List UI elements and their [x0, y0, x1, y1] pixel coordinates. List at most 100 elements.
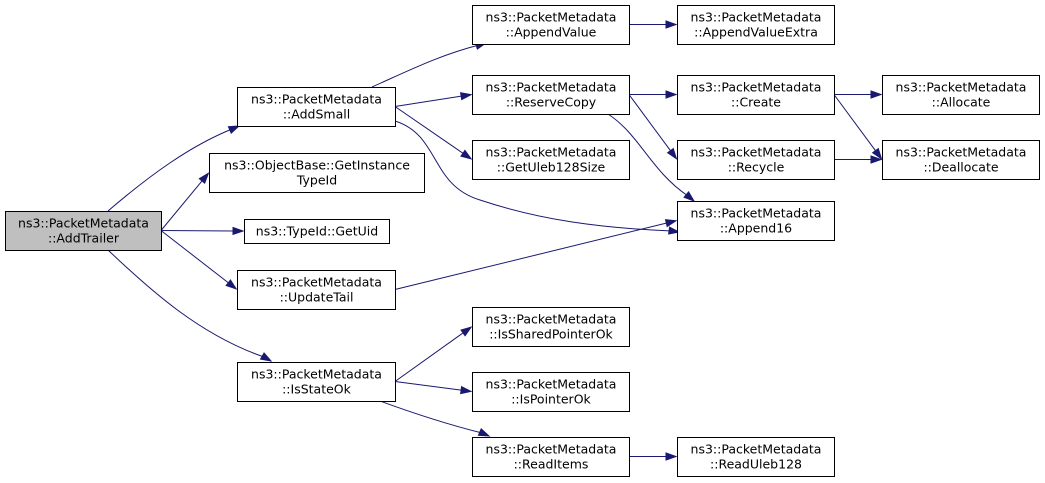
edges-layer — [107, 20, 883, 461]
node-label-line: ::ReadItems — [514, 457, 589, 472]
node-box — [237, 362, 396, 402]
edge-line — [371, 44, 480, 88]
edge-line — [394, 120, 673, 232]
node-label-line: ::ReadUleb128 — [710, 457, 802, 472]
node-is-pointer-ok[interactable]: ns3::PacketMetadata::IsPointerOk — [472, 372, 630, 412]
edge-add-trailer-to-is-state-ok — [107, 249, 273, 362]
node-label-line: ns3::ObjectBase::GetInstance — [224, 158, 410, 173]
edge-line — [394, 95, 463, 107]
edge-line — [107, 249, 265, 358]
node-read-uleb128[interactable]: ns3::PacketMetadata::ReadUleb128 — [677, 437, 835, 477]
node-label-line: ::IsStateOk — [282, 382, 352, 397]
node-label-line: TypeId — [296, 173, 337, 188]
node-box — [677, 5, 835, 45]
node-label-line: ns3::PacketMetadata — [691, 10, 822, 25]
node-get-uleb128-size[interactable]: ns3::PacketMetadata::GetUleb128Size — [472, 140, 630, 180]
node-label-line: ::Append16 — [720, 221, 792, 236]
node-box — [882, 140, 1040, 180]
node-label-line: ::IsSharedPointerOk — [489, 327, 613, 342]
node-add-small[interactable]: ns3::PacketMetadata::AddSmall — [237, 87, 396, 127]
edge-is-state-ok-to-is-pointer-ok — [394, 381, 473, 395]
edge-arrowhead — [683, 191, 696, 202]
edge-add-trailer-to-get-uid — [160, 226, 245, 236]
node-is-shared-pointer-ok[interactable]: ns3::PacketMetadata::IsSharedPointerOk — [472, 307, 630, 347]
edge-reserve-copy-to-recycle — [628, 94, 678, 160]
node-label-line: ns3::PacketMetadata — [251, 367, 382, 382]
node-box — [244, 219, 390, 244]
edge-append-value-to-append-value-extra — [629, 20, 678, 29]
node-box — [677, 437, 835, 477]
node-label-line: ::UpdateTail — [280, 290, 354, 305]
edge-recycle-to-deallocate — [834, 155, 883, 164]
node-box — [882, 75, 1040, 115]
node-box — [472, 140, 630, 180]
node-deallocate[interactable]: ns3::PacketMetadata::Deallocate — [882, 140, 1040, 180]
edge-line — [379, 400, 483, 434]
node-label-line: ns3::PacketMetadata — [691, 145, 822, 160]
nodes-layer: ns3::PacketMetadata::AddTrailerns3::Pack… — [5, 5, 1040, 477]
node-box — [237, 87, 396, 127]
edge-line — [833, 94, 877, 152]
edge-arrowhead — [665, 452, 678, 461]
edge-reserve-copy-to-append16 — [607, 113, 696, 202]
node-create[interactable]: ns3::PacketMetadata::Create — [677, 75, 835, 115]
node-label-line: ::IsPointerOk — [511, 392, 591, 407]
edge-add-trailer-to-add-small — [107, 125, 241, 212]
edge-arrowhead — [198, 172, 210, 185]
edge-arrowhead — [668, 226, 681, 235]
node-label-line: ns3::PacketMetadata — [691, 206, 822, 221]
node-box — [677, 140, 835, 180]
node-box — [472, 437, 630, 477]
node-label-line: ::ReserveCopy — [506, 95, 597, 110]
node-box — [677, 201, 835, 241]
node-label-line: ::AddSmall — [283, 107, 350, 122]
node-label-line: ns3::PacketMetadata — [486, 10, 617, 25]
edge-line — [160, 230, 230, 284]
edge-line — [394, 106, 465, 155]
node-allocate[interactable]: ns3::PacketMetadata::Allocate — [882, 75, 1040, 115]
edge-update-tail-to-append16 — [394, 219, 678, 290]
node-label-line: ns3::PacketMetadata — [251, 92, 382, 107]
edge-add-small-to-get-uleb128-size — [394, 106, 473, 160]
edge-add-small-to-append-value — [371, 41, 488, 88]
node-add-trailer[interactable]: ns3::PacketMetadata::AddTrailer — [5, 211, 162, 251]
edge-arrowhead — [665, 20, 678, 29]
node-append-value-extra[interactable]: ns3::PacketMetadata::AppendValueExtra — [677, 5, 835, 45]
node-label-line: ::AddTrailer — [48, 231, 120, 246]
node-box — [472, 307, 630, 347]
node-reserve-copy[interactable]: ns3::PacketMetadata::ReserveCopy — [472, 75, 630, 115]
node-box — [209, 153, 425, 193]
edge-arrowhead — [870, 155, 883, 164]
node-label-line: ns3::PacketMetadata — [18, 216, 149, 231]
node-label-line: ::Deallocate — [923, 160, 998, 175]
edge-is-state-ok-to-is-shared-pointer-ok — [394, 326, 473, 382]
node-label-line: ::AppendValue — [506, 25, 597, 40]
node-label-line: ns3::PacketMetadata — [896, 80, 1027, 95]
node-append16[interactable]: ns3::PacketMetadata::Append16 — [677, 201, 835, 241]
node-read-items[interactable]: ns3::PacketMetadata::ReadItems — [472, 437, 630, 477]
node-update-tail[interactable]: ns3::PacketMetadata::UpdateTail — [237, 270, 396, 310]
node-is-state-ok[interactable]: ns3::PacketMetadata::IsStateOk — [237, 362, 396, 402]
edge-arrowhead — [227, 125, 241, 135]
node-get-uid[interactable]: ns3::TypeId::GetUid — [244, 219, 390, 244]
node-label-line: ns3::PacketMetadata — [486, 377, 617, 392]
edge-arrowhead — [460, 149, 473, 160]
edge-line — [107, 128, 233, 212]
node-label-line: ns3::TypeId::GetUid — [256, 224, 378, 239]
edge-arrowhead — [870, 90, 883, 99]
node-label-line: ns3::PacketMetadata — [486, 442, 617, 457]
node-label-line: ns3::PacketMetadata — [896, 145, 1027, 160]
edge-arrowhead — [460, 326, 473, 337]
node-recycle[interactable]: ns3::PacketMetadata::Recycle — [677, 140, 835, 180]
edge-arrowhead — [460, 385, 473, 395]
node-label-line: ::Recycle — [728, 160, 785, 175]
node-append-value[interactable]: ns3::PacketMetadata::AppendValue — [472, 5, 630, 45]
edge-arrowhead — [665, 90, 678, 99]
edge-arrowhead — [664, 219, 678, 228]
edge-line — [394, 381, 463, 391]
node-label-line: ns3::PacketMetadata — [486, 80, 617, 95]
node-box — [237, 270, 396, 310]
edge-line — [160, 179, 204, 231]
